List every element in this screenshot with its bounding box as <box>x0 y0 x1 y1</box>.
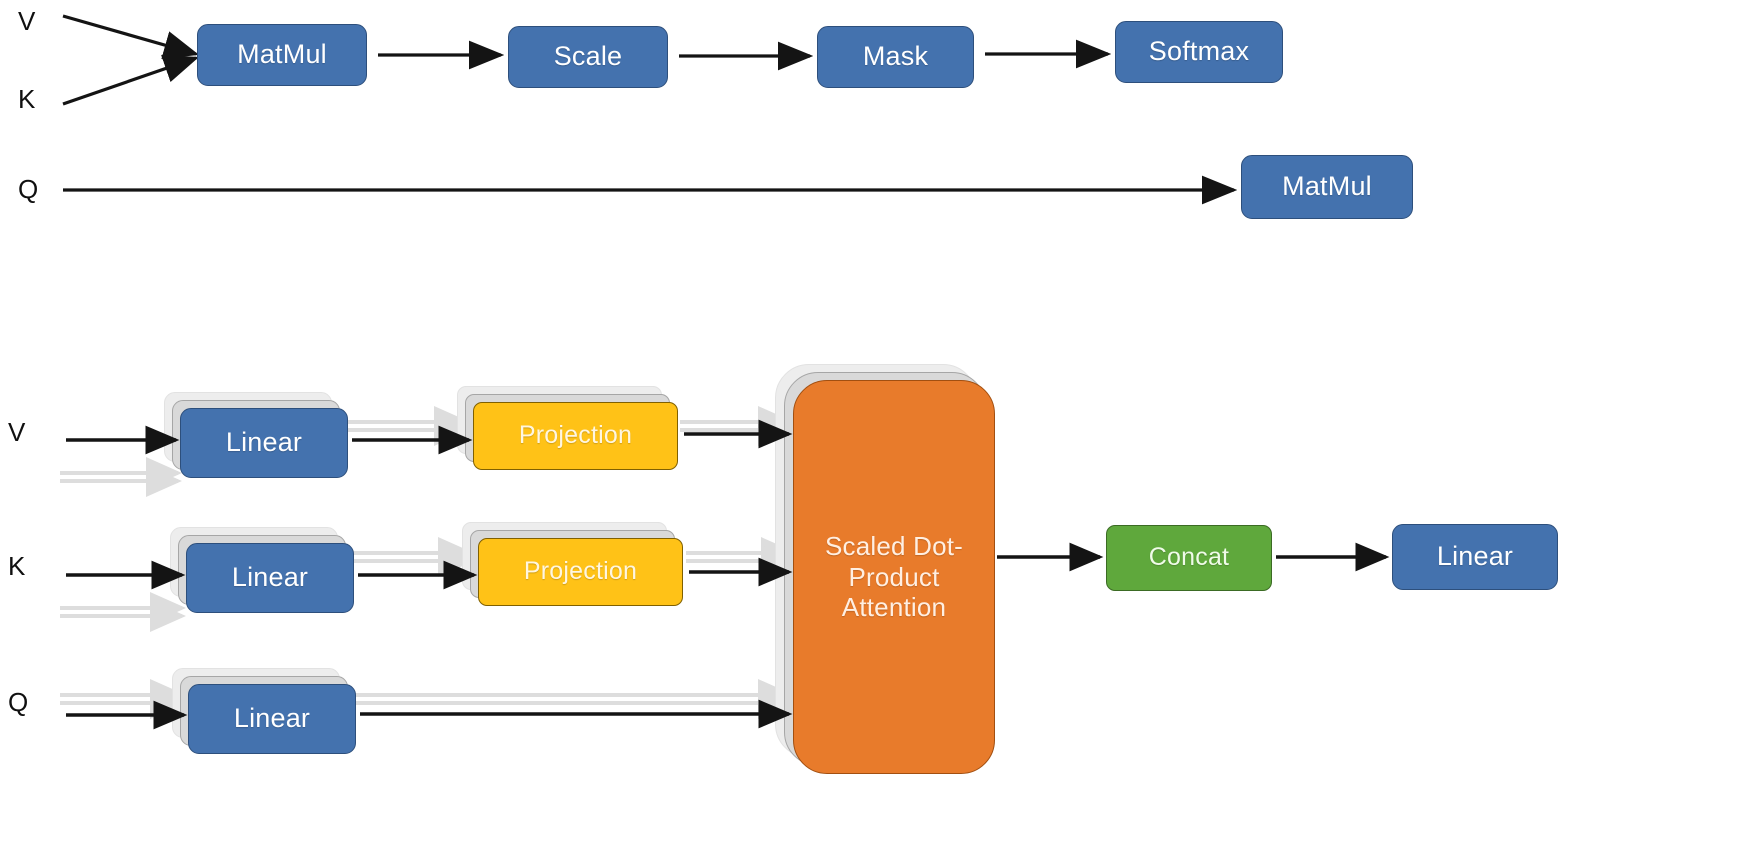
node-concat[interactable]: Concat <box>1106 525 1272 591</box>
node-linear-q[interactable]: Linear <box>188 684 356 754</box>
node-label: Linear <box>233 703 311 734</box>
node-label: Linear <box>231 562 309 593</box>
node-scale[interactable]: Scale <box>508 26 668 88</box>
attention-label-line-1: Scaled Dot- <box>824 530 964 561</box>
input-label-k-bottom: K <box>8 551 26 581</box>
node-label: Projection <box>518 421 633 450</box>
node-matmul-2[interactable]: MatMul <box>1241 155 1413 219</box>
attention-label-line-2: Product <box>848 561 940 592</box>
input-label-v-bottom: V <box>8 417 26 447</box>
node-label: MatMul <box>1282 171 1372 202</box>
node-projection-k[interactable]: Projection <box>478 538 683 606</box>
node-scaled-dot-product-attention[interactable]: Scaled Dot- Product Attention <box>793 380 995 774</box>
node-label: MatMul <box>237 39 327 70</box>
node-label: Scale <box>553 41 623 72</box>
input-label-q-top: Q <box>18 174 39 204</box>
attention-label-line-3: Attention <box>841 592 947 623</box>
node-label: Concat <box>1148 543 1230 572</box>
node-mask[interactable]: Mask <box>817 26 974 88</box>
node-label: Linear <box>225 427 303 458</box>
node-linear-k[interactable]: Linear <box>186 543 354 613</box>
input-label-k-top: K <box>18 84 36 114</box>
input-label-q-bottom: Q <box>8 687 29 717</box>
node-linear-out[interactable]: Linear <box>1392 524 1558 590</box>
edge-k-to-matmul1 <box>62 54 200 106</box>
node-label: Softmax <box>1148 36 1250 67</box>
node-projection-v[interactable]: Projection <box>473 402 678 470</box>
node-label: Projection <box>523 557 638 586</box>
node-linear-v[interactable]: Linear <box>180 408 348 478</box>
node-label: Mask <box>862 41 929 72</box>
node-softmax[interactable]: Softmax <box>1115 21 1283 83</box>
node-label: Linear <box>1436 541 1514 572</box>
input-label-v-top: V <box>18 6 36 36</box>
node-matmul-1[interactable]: MatMul <box>197 24 367 86</box>
edge-v-to-matmul1 <box>62 14 200 60</box>
